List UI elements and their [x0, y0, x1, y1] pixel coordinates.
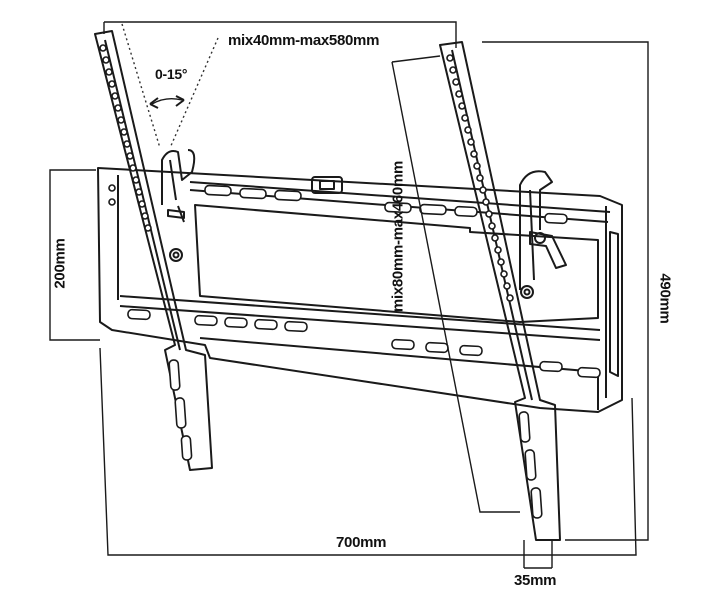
dimension-lines: [49, 21, 649, 569]
vertical-hole-range-label: mix80mm-max460mm: [389, 160, 407, 313]
left-arm-holes: [99, 44, 152, 232]
total-height-label: 490mm: [656, 273, 674, 324]
plate-height-label: 200mm: [51, 238, 69, 289]
right-arm-holes: [446, 54, 514, 302]
wall-plate: [97, 167, 623, 413]
tilt-angle-label: 0-15°: [155, 66, 188, 82]
total-width-label: 700mm: [336, 534, 387, 551]
left-arm: [94, 30, 213, 471]
right-arm: [439, 41, 567, 541]
arm-spacing-label: mix40mm-max580mm: [228, 32, 380, 49]
arm-width-label: 35mm: [514, 572, 557, 589]
